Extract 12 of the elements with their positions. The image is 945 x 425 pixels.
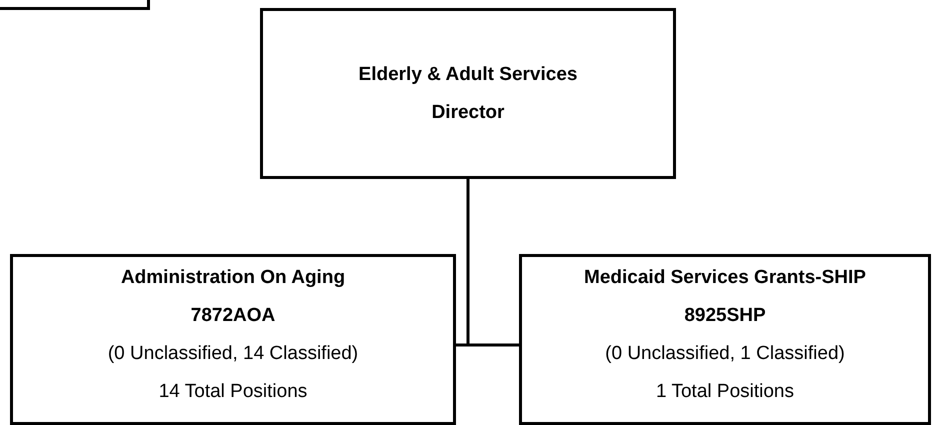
- total-positions: 14 Total Positions: [158, 380, 308, 404]
- unit-code: 7872AOA: [190, 304, 276, 328]
- unit-title: Administration On Aging: [120, 266, 346, 290]
- org-unit-box: [519, 254, 931, 425]
- total-positions: 1 Total Positions: [656, 380, 794, 404]
- org-unit-box: [260, 8, 676, 179]
- position-breakdown: (0 Unclassified, 14 Classified): [108, 342, 358, 366]
- unit-title: Medicaid Services Grants-SHIP: [584, 266, 866, 290]
- org-unit-box: [10, 254, 456, 425]
- unit-code: 8925SHP: [684, 304, 766, 328]
- position-breakdown: (0 Unclassified, 1 Classified): [605, 342, 845, 366]
- unit-title: Elderly & Adult Services Director: [358, 62, 578, 124]
